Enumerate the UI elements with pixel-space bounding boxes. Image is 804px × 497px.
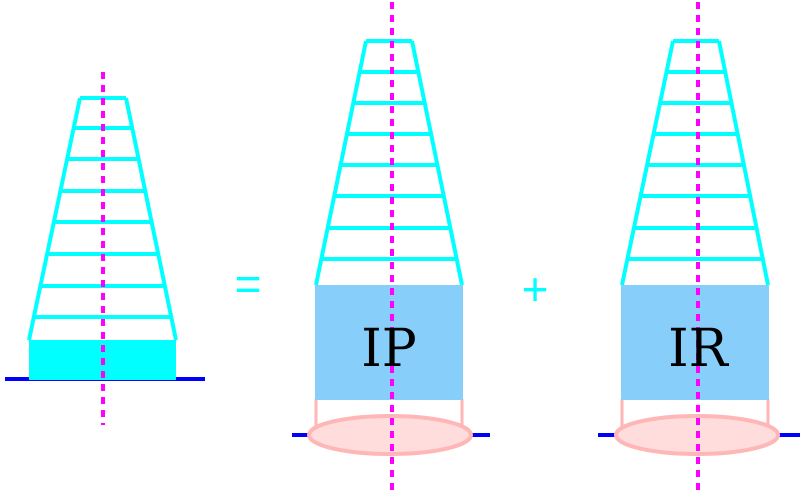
pomeron-term: IP [292,2,490,495]
pomeron-block [315,285,463,400]
reggeon-label: IR [668,319,730,379]
left-ladder-diagram [5,72,205,425]
pomeron-label: IP [361,319,417,379]
plus-sign: + [522,263,549,315]
equals-sign: = [235,258,262,310]
right-ladder [620,39,770,286]
reggeon-term: IR [598,2,800,495]
reggeon-block [621,285,769,400]
middle-ladder [314,39,464,286]
